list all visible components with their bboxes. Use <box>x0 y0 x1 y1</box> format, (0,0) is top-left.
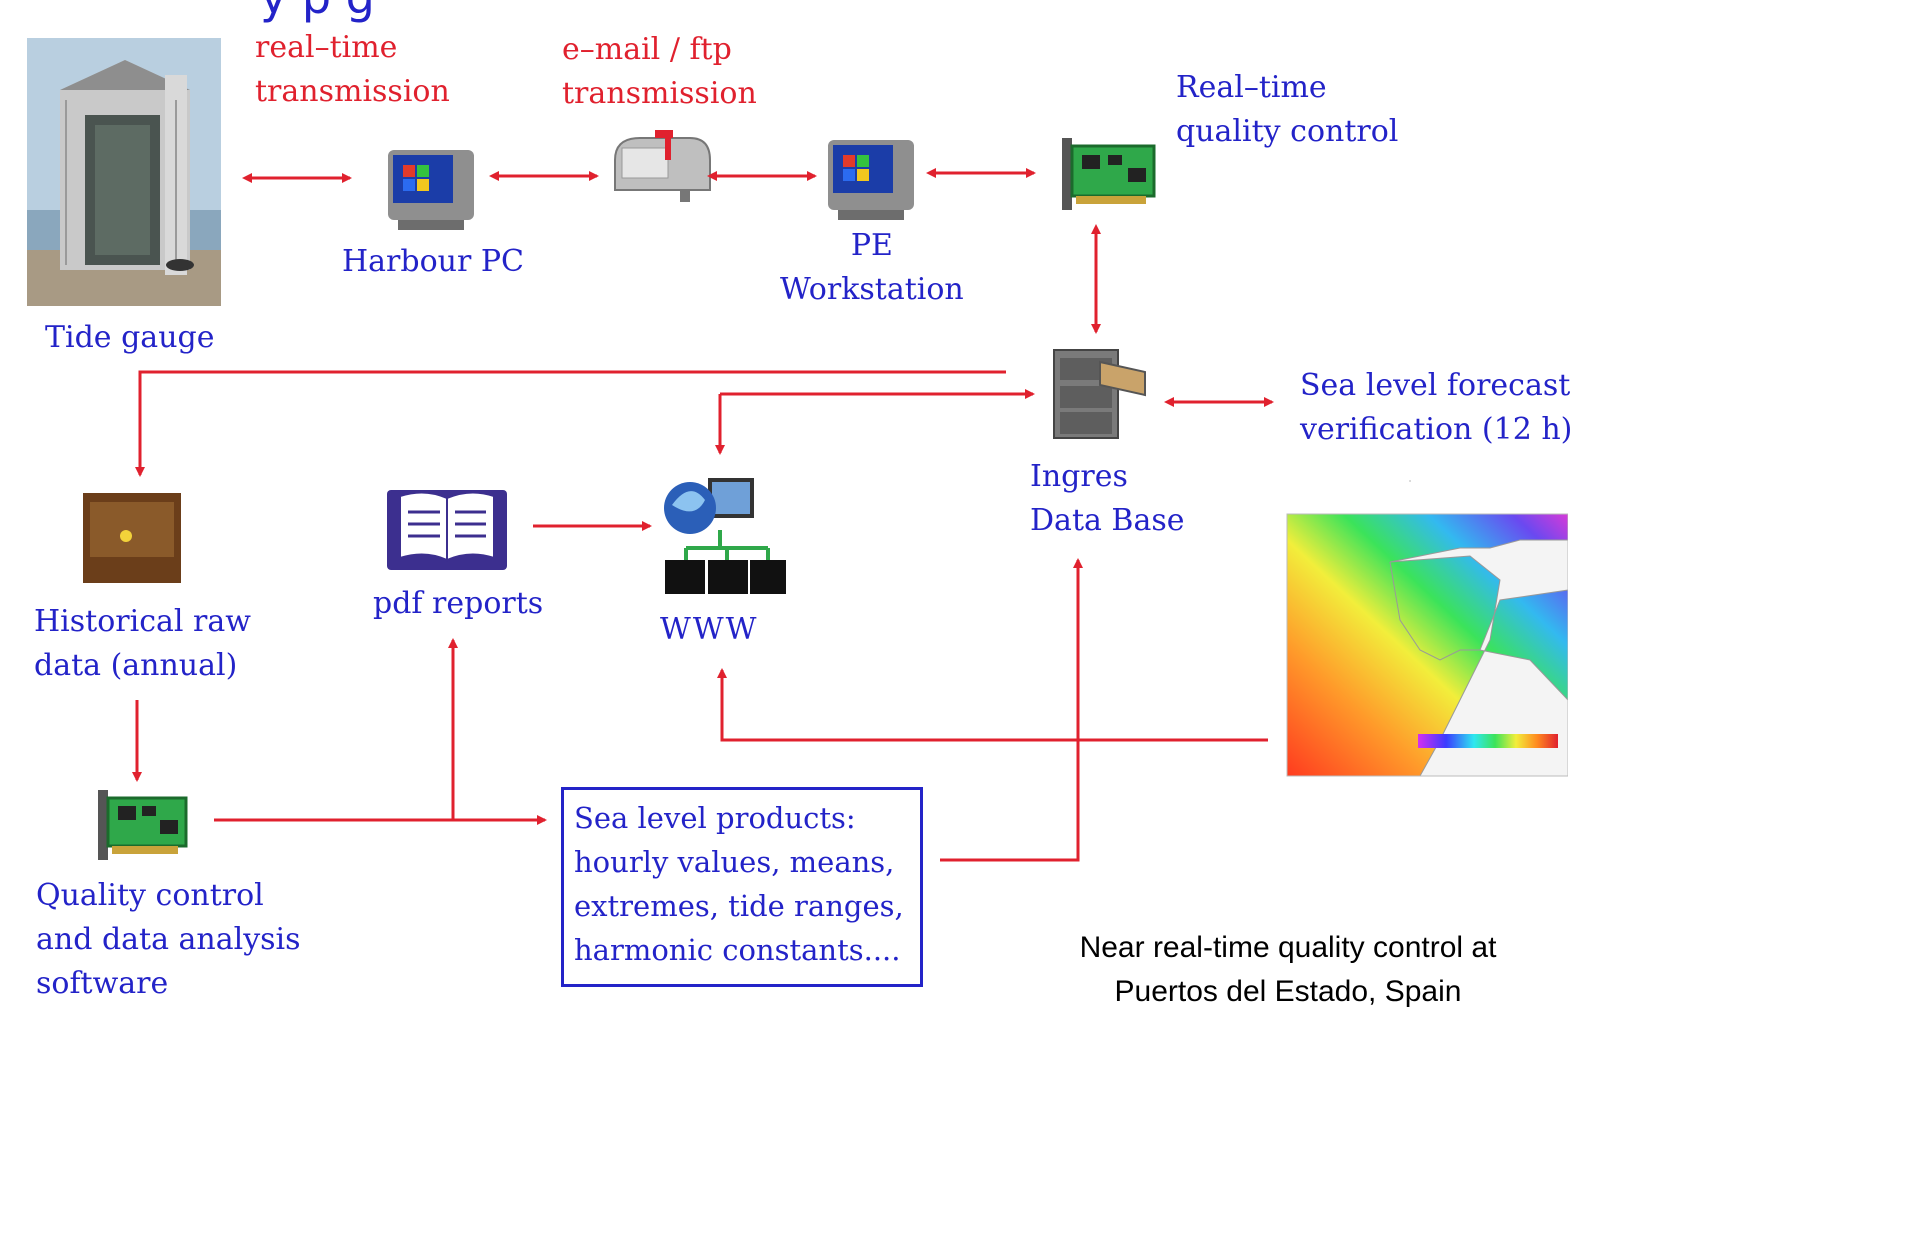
sea-level-map: · <box>1286 477 1568 777</box>
pdf-reports-label: pdf reports <box>373 586 544 621</box>
diagram-canvas: · <box>27 38 1568 862</box>
pe-workstation-icon <box>828 140 914 220</box>
mailbox-icon <box>614 130 711 202</box>
circuit-board-icon <box>1062 138 1156 210</box>
arrows <box>132 168 1274 862</box>
www-label: WWW <box>660 612 759 647</box>
drawer-cabinet-icon <box>83 493 181 583</box>
harbour-pc-icon <box>388 150 474 230</box>
book-icon <box>387 490 507 570</box>
qc-board-icon <box>98 790 188 860</box>
tide-gauge-label: Tide gauge <box>45 320 215 355</box>
file-cabinet-icon <box>1053 349 1146 439</box>
network-icon <box>664 478 786 594</box>
sea-level-products-box: Sea level products: hourly values, means… <box>561 787 923 987</box>
svg-text:·: · <box>1409 477 1412 486</box>
title-fragment: y p g <box>260 0 375 24</box>
harbour-pc-label: Harbour PC <box>342 244 524 279</box>
tide-gauge-photo <box>27 38 221 306</box>
